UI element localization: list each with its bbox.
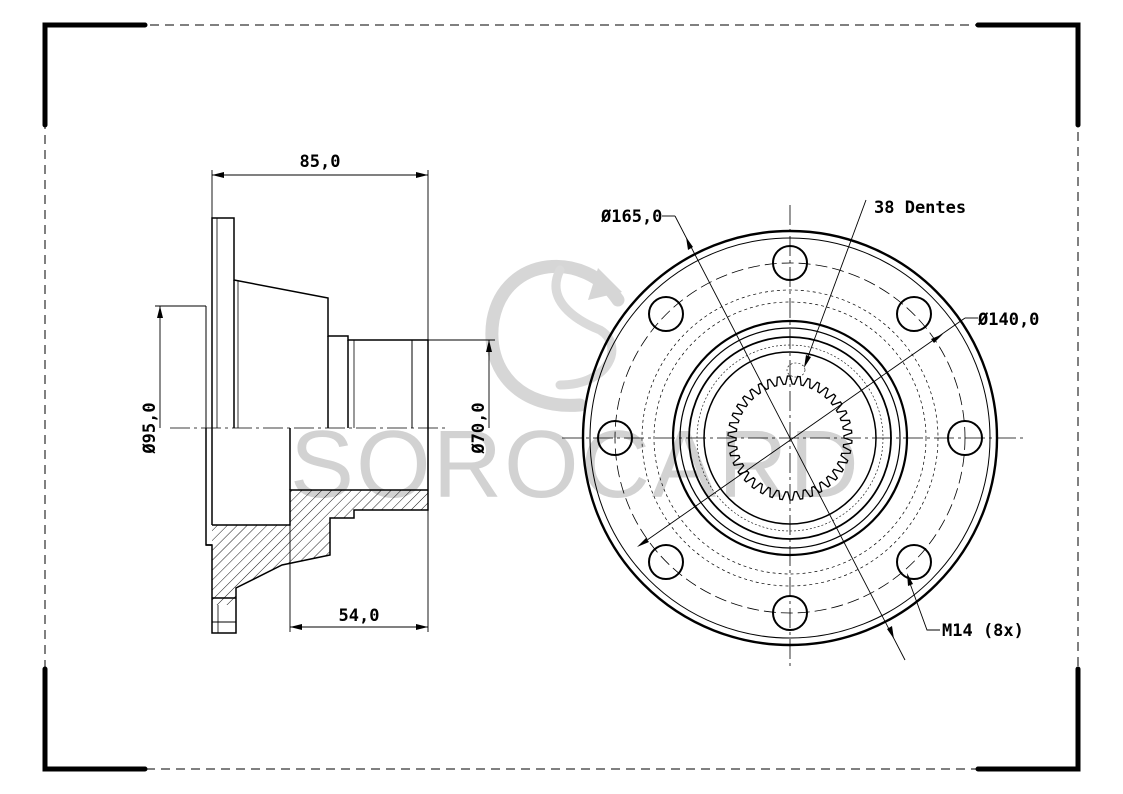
side-view-section-lower xyxy=(205,428,429,634)
label-bolt-holes: M14 (8x) xyxy=(942,621,1024,641)
side-view xyxy=(155,170,495,634)
watermark-logo: SOROCARD xyxy=(290,259,859,518)
drawing-frame xyxy=(42,22,1081,772)
spline-bore-circle xyxy=(703,351,877,525)
hub-hatch-circle xyxy=(696,344,884,532)
leader-outer-diameter xyxy=(662,215,906,661)
hub-bore-circle xyxy=(688,336,892,540)
outer-flange-chamfer xyxy=(589,237,991,639)
bolt-hole xyxy=(896,296,932,332)
dim-shaft-diameter xyxy=(428,339,495,428)
bolt-hole xyxy=(947,420,983,456)
bolt-hole xyxy=(896,544,932,580)
label-bolt-circle: Ø140,0 xyxy=(977,310,1039,330)
front-view xyxy=(562,199,1025,670)
bolt-holes xyxy=(597,245,983,631)
label-teeth: 38 Dentes xyxy=(874,198,966,218)
side-view-outline-upper xyxy=(205,217,429,428)
hub-outer-circle xyxy=(671,319,909,557)
bolt-hole xyxy=(597,420,633,456)
outer-flange-circle xyxy=(581,229,999,647)
dim-shaft-length xyxy=(289,510,429,632)
leader-bolt-circle xyxy=(637,317,978,547)
bolt-circle xyxy=(614,262,966,614)
leader-teeth xyxy=(786,199,867,378)
spline-teeth xyxy=(727,375,853,501)
label-shaft-diameter: Ø70,0 xyxy=(469,402,489,454)
bolt-hole xyxy=(648,544,684,580)
bolt-hole xyxy=(648,296,684,332)
hidden-circle-outer xyxy=(641,289,939,587)
label-shaft-length: 54,0 xyxy=(339,606,380,626)
label-overall-length: 85,0 xyxy=(300,152,341,172)
dim-overall-length xyxy=(211,170,429,340)
bolt-hole xyxy=(772,245,808,281)
hidden-circle-inner xyxy=(653,301,927,575)
label-flange-diameter: Ø95,0 xyxy=(140,402,160,454)
leader-bolt-holes xyxy=(907,573,940,631)
hub-step-circle xyxy=(679,327,901,549)
dim-flange-diameter xyxy=(155,305,206,428)
label-outer-diameter: Ø165,0 xyxy=(600,207,662,227)
bolt-hole xyxy=(772,595,808,631)
